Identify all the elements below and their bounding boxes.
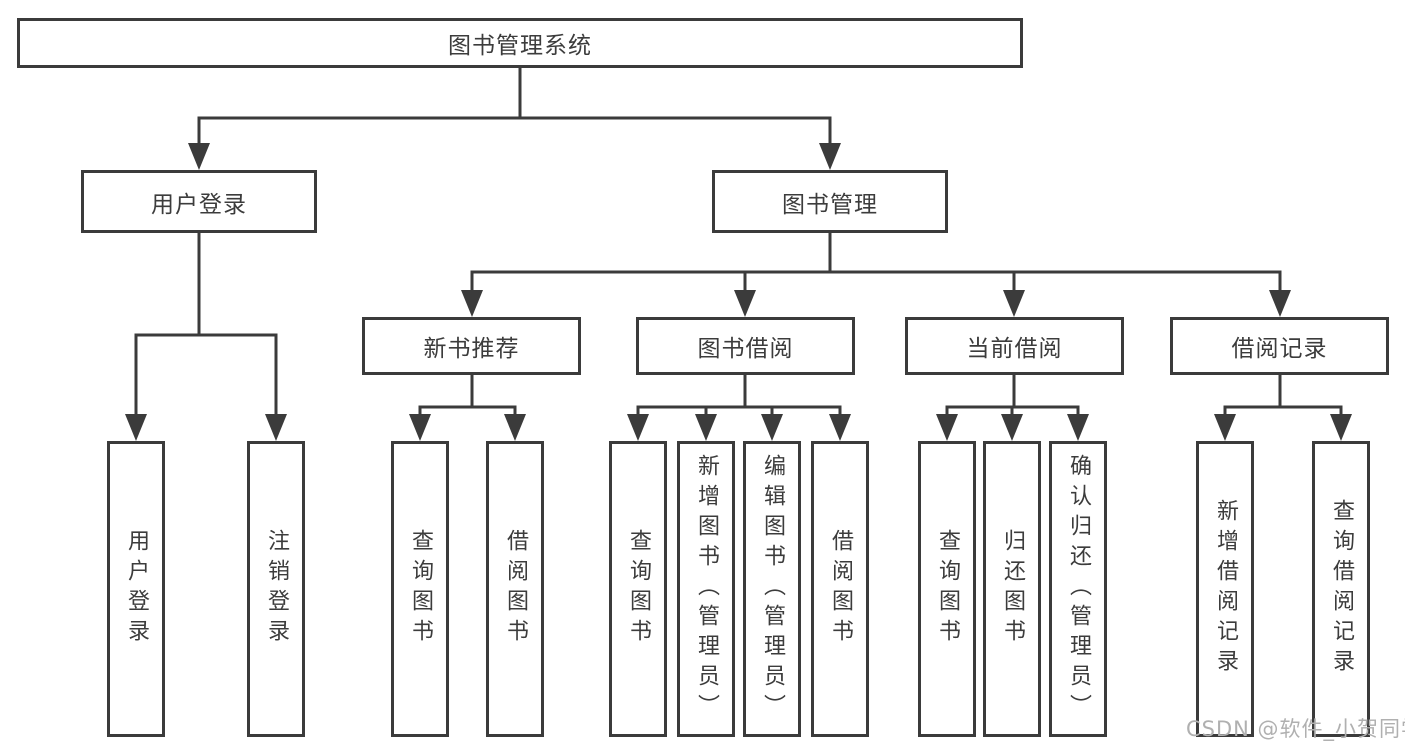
leaf-add-books-admin: 新增图书（管理员） [677, 441, 735, 737]
node-root-system: 图书管理系统 [17, 18, 1023, 68]
leaf-borrow-books-recommend-label: 借阅图书 [503, 529, 528, 649]
leaf-query-books-recommend: 查询图书 [391, 441, 449, 737]
leaf-query-books-recommend-label: 查询图书 [408, 529, 433, 649]
leaf-query-books-current-label: 查询图书 [935, 529, 960, 649]
leaf-edit-books-admin: 编辑图书（管理员） [743, 441, 801, 737]
leaf-add-books-admin-label: 新增图书（管理员） [694, 454, 719, 724]
leaf-query-books-current: 查询图书 [918, 441, 976, 737]
leaf-borrow-books-label: 借阅图书 [828, 529, 853, 649]
arrowheads [125, 143, 1352, 441]
leaf-return-books-label: 归还图书 [1000, 529, 1025, 649]
leaf-logout-label: 注销登录 [264, 529, 289, 649]
node-new-book-recommend: 新书推荐 [362, 317, 581, 375]
leaf-logout: 注销登录 [247, 441, 305, 737]
node-user-login: 用户登录 [81, 170, 317, 233]
leaf-confirm-return-admin-label: 确认归还（管理员） [1066, 454, 1091, 724]
leaf-query-books-borrow-label: 查询图书 [626, 529, 651, 649]
node-book-borrow: 图书借阅 [636, 317, 855, 375]
leaf-borrow-books: 借阅图书 [811, 441, 869, 737]
node-book-management: 图书管理 [712, 170, 948, 233]
leaf-confirm-return-admin: 确认归还（管理员） [1049, 441, 1107, 737]
watermark: CSDN @软件_小贺同学 [1186, 717, 1405, 741]
leaf-user-login: 用户登录 [107, 441, 165, 737]
leaf-query-borrow-record-label: 查询借阅记录 [1329, 499, 1354, 679]
leaf-query-borrow-record: 查询借阅记录 [1312, 441, 1370, 737]
leaf-return-books: 归还图书 [983, 441, 1041, 737]
node-borrow-records: 借阅记录 [1170, 317, 1389, 375]
leaf-add-borrow-record-label: 新增借阅记录 [1213, 499, 1238, 679]
leaf-edit-books-admin-label: 编辑图书（管理员） [760, 454, 785, 724]
leaf-borrow-books-recommend: 借阅图书 [486, 441, 544, 737]
leaf-query-books-borrow: 查询图书 [609, 441, 667, 737]
node-current-borrow: 当前借阅 [905, 317, 1124, 375]
leaf-user-login-label: 用户登录 [124, 529, 149, 649]
leaf-add-borrow-record: 新增借阅记录 [1196, 441, 1254, 737]
